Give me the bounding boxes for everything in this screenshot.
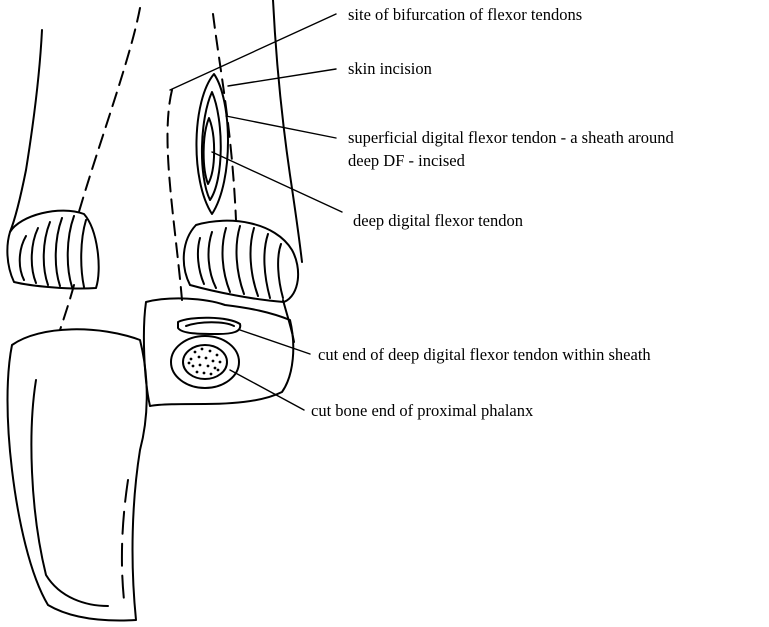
- label-skin-incision: skin incision: [348, 57, 432, 80]
- leader-superficial: [226, 116, 336, 138]
- sheath-dashed-left: [78, 8, 140, 215]
- hoof: [8, 329, 147, 620]
- skin-incision: [196, 74, 228, 214]
- leader-cut-end: [240, 330, 310, 354]
- leader-deep-flexor: [212, 152, 342, 212]
- label-cut-bone: cut bone end of proximal phalanx: [311, 399, 533, 422]
- cut-section: [144, 298, 293, 406]
- label-superficial-line2: deep DF - incised: [348, 149, 674, 172]
- bone-outer: [171, 336, 239, 388]
- left-pad: [7, 211, 98, 289]
- label-cut-end: cut end of deep digital flexor tendon wi…: [318, 343, 651, 366]
- label-superficial-line1: superficial digital flexor tendon - a sh…: [348, 126, 674, 149]
- label-bifurcation: site of bifurcation of flexor tendons: [348, 3, 582, 26]
- sheath-dashed-middle: [167, 90, 182, 300]
- label-superficial-flexor: superficial digital flexor tendon - a sh…: [348, 126, 674, 172]
- right-pad: [184, 221, 298, 302]
- leader-skin-incision: [228, 69, 336, 86]
- label-deep-flexor: deep digital flexor tendon: [353, 209, 523, 232]
- leader-cut-bone: [230, 370, 304, 410]
- sheath-dashed-left-lower: [60, 285, 74, 330]
- digit-left-outline: [10, 30, 42, 232]
- leader-bifurcation: [170, 14, 336, 90]
- marrow-dots: [188, 348, 222, 376]
